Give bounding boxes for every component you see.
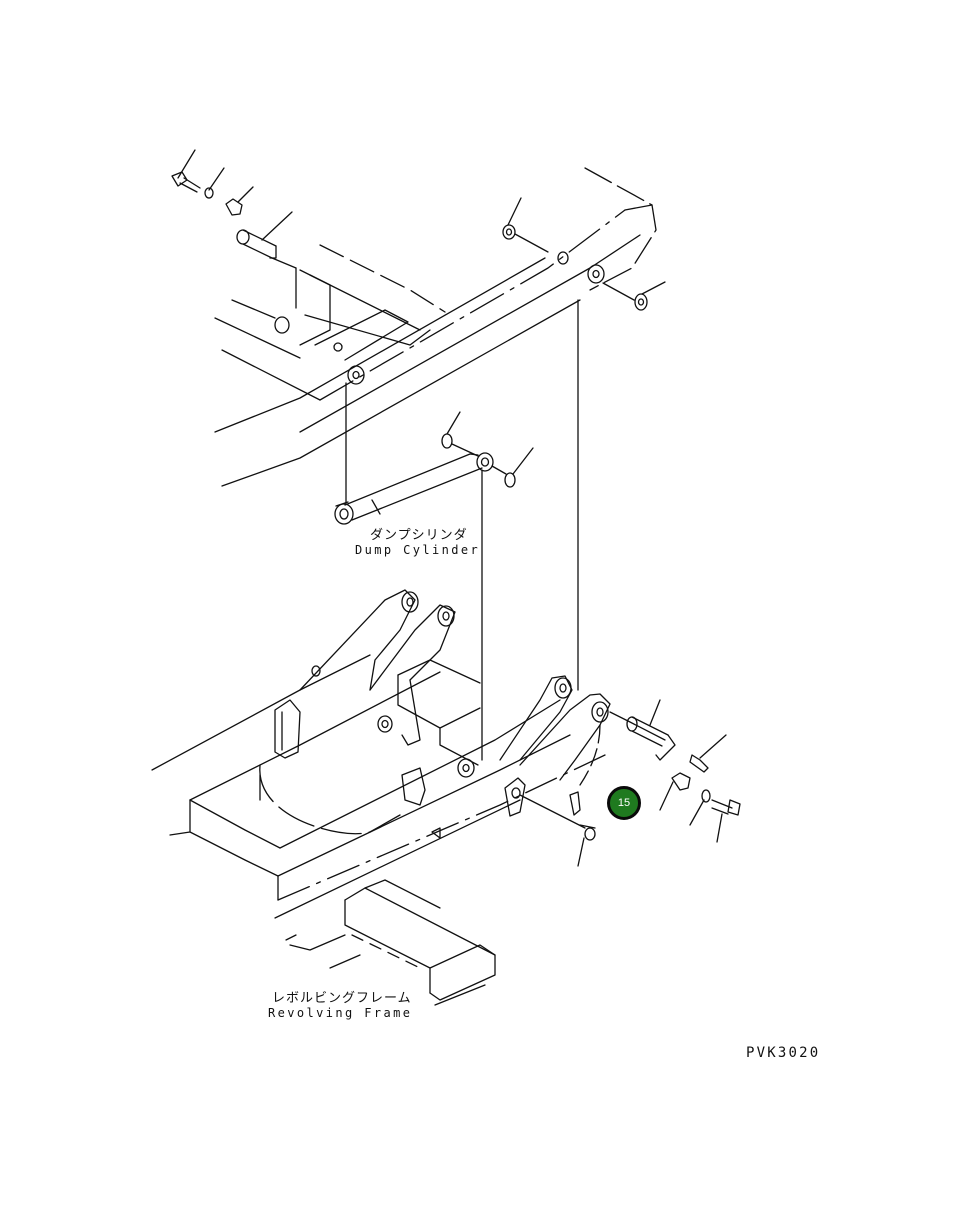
dump-cylinder-label-jp: ダンプシリンダ: [370, 528, 468, 543]
dump-cylinder-label-en: Dump Cylinder: [355, 543, 481, 557]
lower-pin-hardware: [520, 700, 740, 866]
revolving-frame-label-en: Revolving Frame: [268, 1006, 413, 1020]
upper-pin-hardware: [172, 150, 665, 310]
drawing-code: PVK3020: [746, 1045, 821, 1061]
revolving-frame-label-jp: レボルビングフレーム: [272, 991, 412, 1006]
revolving-frame: [152, 590, 610, 1005]
callout-number: 15: [617, 797, 631, 809]
dump-cylinder: [335, 412, 533, 524]
assembly-lines: [346, 300, 578, 760]
part-callout-15[interactable]: 15: [607, 786, 641, 820]
boom-frame: [215, 168, 656, 486]
